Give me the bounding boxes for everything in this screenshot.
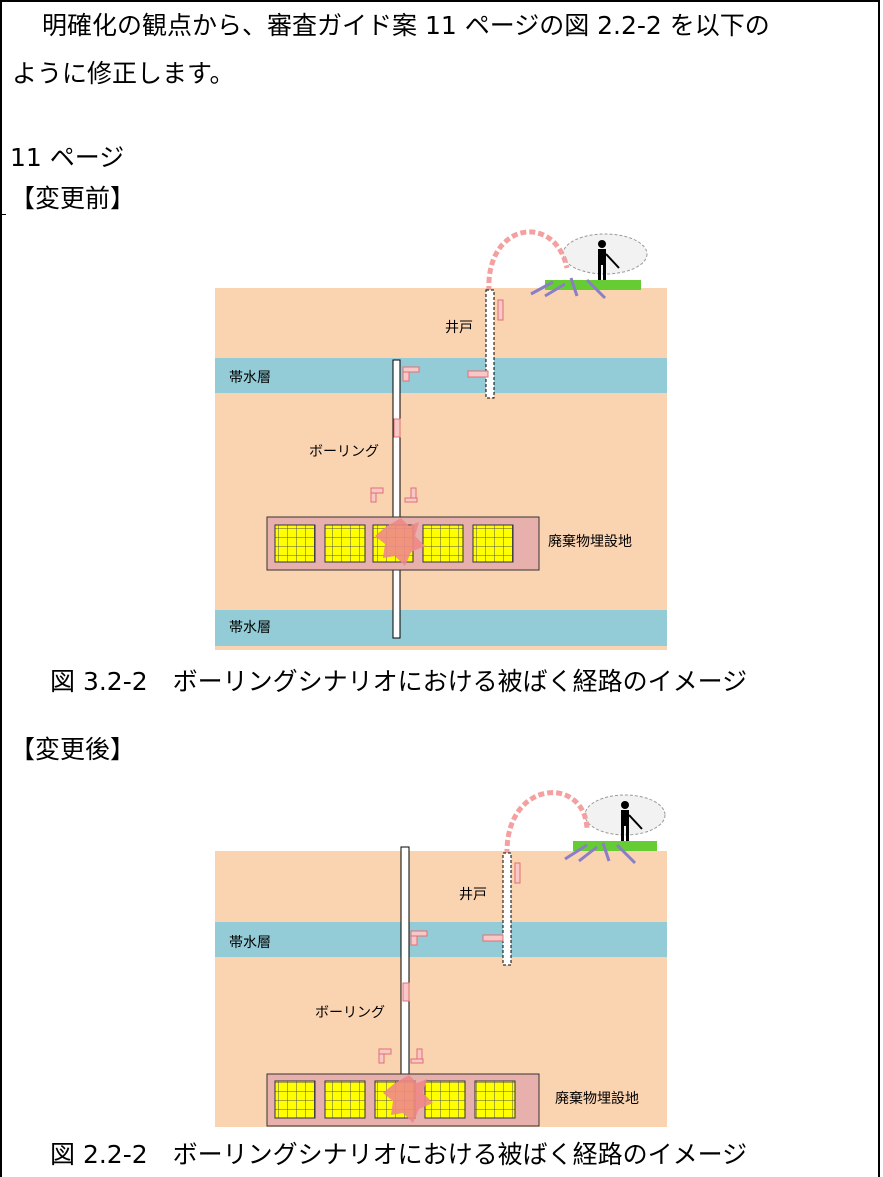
after-caption: 図 2.2-2 ボーリングシナリオにおける被ばく経路のイメージ bbox=[50, 1140, 748, 1169]
breach-burst bbox=[375, 518, 425, 566]
label-boring: ボーリング bbox=[309, 444, 379, 460]
migration-arrows bbox=[370, 299, 504, 503]
after-heading: 【変更後】 bbox=[10, 735, 136, 764]
page-reference: 11 ページ bbox=[10, 143, 125, 172]
aquifer-upper bbox=[215, 358, 667, 393]
label-well: 井戸 bbox=[459, 887, 487, 903]
worker-icon bbox=[598, 240, 620, 280]
label-disposal-site: 廃棄物埋設地 bbox=[555, 1090, 639, 1107]
table-border-tick bbox=[0, 214, 6, 215]
before-caption: 図 3.2-2 ボーリングシナリオにおける被ばく経路のイメージ bbox=[50, 667, 748, 696]
well-pipe bbox=[485, 289, 495, 399]
migration-arrows bbox=[378, 862, 521, 1064]
label-aquifer-lower: 帯水層 bbox=[229, 620, 271, 636]
grass-surface bbox=[573, 841, 657, 851]
soil-layer bbox=[215, 288, 667, 650]
boring-pipe bbox=[392, 359, 401, 639]
label-aquifer-upper: 帯水層 bbox=[229, 935, 271, 951]
exposure-arrows bbox=[530, 277, 607, 300]
exposure-arrows bbox=[564, 842, 637, 865]
well-to-surface-arrow bbox=[486, 229, 570, 293]
well-pipe bbox=[502, 852, 512, 966]
before-figure: 井戸 帯水層 ボーリング 廃棄物埋設地 帯水層 bbox=[215, 229, 667, 650]
aquifer-upper bbox=[215, 922, 667, 957]
before-heading: 【変更前】 bbox=[10, 184, 136, 213]
intro-line-1: 明確化の観点から、審査ガイド案 11 ページの図 2.2-2 を以下の bbox=[42, 11, 770, 40]
aquifer-lower bbox=[215, 610, 667, 646]
intro-line-2: ように修正します。 bbox=[12, 59, 235, 88]
worker-icon bbox=[621, 801, 643, 841]
label-aquifer-upper: 帯水層 bbox=[229, 370, 271, 386]
waste-cells bbox=[274, 524, 514, 563]
after-figure: 井戸 帯水層 ボーリング 廃棄物埋設地 bbox=[215, 790, 667, 1127]
label-well: 井戸 bbox=[445, 320, 473, 336]
label-boring: ボーリング bbox=[315, 1005, 385, 1021]
breach-burst bbox=[383, 1075, 433, 1123]
label-disposal-site: 廃棄物埋設地 bbox=[548, 533, 632, 550]
